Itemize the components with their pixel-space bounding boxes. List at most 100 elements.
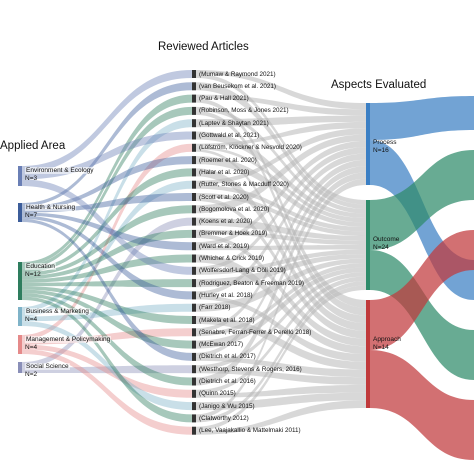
article-aspect-flow — [196, 74, 366, 205]
article-label: (Ward et al. 2019) — [199, 242, 250, 250]
article-aspect-flow — [196, 193, 366, 236]
article-node — [192, 168, 196, 177]
area-article-flow — [22, 321, 192, 411]
area-article-flow — [22, 218, 192, 361]
article-aspect-flow — [196, 217, 366, 241]
area-article-flow — [22, 365, 192, 374]
article-aspect-flow — [196, 267, 366, 349]
area-article-flow — [22, 143, 192, 340]
article-label: (Pau & Hall 2021) — [199, 95, 249, 103]
area-article-flow — [22, 131, 192, 180]
article-node — [192, 217, 196, 226]
article-label: (Clatworthy 2012) — [199, 414, 249, 422]
article-node — [192, 119, 196, 128]
area-article-flows — [22, 70, 192, 435]
nodes — [18, 70, 370, 435]
article-node — [192, 229, 196, 238]
article-node — [192, 70, 196, 78]
article-node — [192, 82, 196, 91]
article-node — [192, 414, 196, 423]
area-article-flow — [22, 70, 192, 173]
article-aspect-flow — [196, 128, 366, 185]
area-article-flow — [22, 254, 192, 283]
article-node — [192, 352, 196, 361]
article-node — [192, 303, 196, 312]
article-label: (Rutter, Stones & Macduff 2020) — [199, 181, 289, 189]
aspects-evaluated-title: Aspects Evaluated — [331, 79, 427, 91]
article-node — [192, 242, 196, 251]
article-aspect-flow — [196, 384, 366, 398]
article-label: (Janigo & Wu 2015) — [199, 402, 255, 410]
article-aspect-flow — [196, 147, 366, 271]
article-label: (van Beusekom et al. 2021) — [199, 82, 277, 90]
article-label: (Roemer et al. 2020) — [199, 156, 257, 164]
area-article-flow — [22, 215, 192, 300]
article-aspect-flow — [196, 281, 366, 423]
article-node — [192, 316, 196, 324]
aspect-outflows — [370, 96, 474, 460]
aspect-name: Process — [373, 139, 397, 146]
article-node — [192, 279, 196, 288]
article-aspect-flow — [196, 285, 366, 431]
article-aspect-flow — [196, 166, 366, 357]
area-name: Social Science — [25, 363, 70, 370]
article-aspect-flow — [196, 70, 366, 110]
article-aspect-flow — [196, 272, 366, 370]
aspect-outflow — [370, 230, 474, 350]
aspect-node — [366, 103, 370, 185]
article-node — [192, 205, 196, 214]
area-article-flow — [22, 344, 192, 398]
article-aspect-flow — [196, 134, 366, 214]
article-node — [192, 143, 196, 152]
article-label: (Makela et al. 2018) — [199, 316, 255, 324]
area-node — [18, 307, 22, 326]
article-label: (Gottwald et al. 2021) — [199, 132, 260, 139]
article-aspect-flow — [196, 82, 366, 209]
area-article-flow — [22, 217, 192, 368]
area-article-flow — [22, 106, 192, 269]
article-node — [192, 291, 196, 300]
article-aspect-flow — [196, 258, 366, 312]
area-article-flow — [22, 212, 192, 251]
area-article-flow — [22, 289, 192, 349]
article-aspect-flow — [196, 295, 366, 362]
article-aspect-flow — [196, 106, 366, 214]
article-node — [192, 340, 196, 349]
article-aspect-flow — [196, 94, 366, 116]
area-count: N=3 — [25, 174, 38, 182]
area-name: Management & Policymaking — [25, 336, 112, 343]
aspect-outflow — [370, 96, 474, 140]
article-node — [192, 328, 196, 337]
article-aspect-flow — [196, 172, 366, 386]
article-node — [192, 106, 196, 115]
aspect-outflow — [370, 150, 474, 250]
article-label: (Bogomolova et al. 2020) — [199, 205, 270, 213]
article-label: (Quinn 2015) — [199, 390, 236, 398]
aspect-node — [366, 300, 370, 408]
reviewed-articles-title: Reviewed Articles — [158, 41, 249, 53]
article-node — [192, 94, 196, 103]
article-label: (Bremmer & Hoek 2019) — [199, 230, 268, 238]
article-label: (Westhorp, Stevens & Rogers, 2016) — [199, 365, 302, 373]
article-label: (Scott et al. 2020) — [199, 193, 249, 201]
area-article-flow — [22, 156, 192, 210]
article-label: (Halar et al. 2020) — [199, 168, 250, 176]
article-aspect-flow — [196, 98, 366, 308]
area-name: Education — [25, 263, 56, 270]
article-label: (Wolfersdorf-Lang & Döll 2019) — [199, 267, 286, 275]
article-label: (Farr 2018) — [199, 304, 231, 312]
article-node — [192, 402, 196, 411]
article-label: (Lee, Vaajakallio & Mattelmaki 2011) — [199, 427, 301, 435]
area-article-flow — [22, 179, 192, 275]
area-article-flow — [22, 119, 192, 312]
article-node — [192, 193, 196, 201]
article-node — [192, 389, 196, 398]
area-node — [18, 203, 22, 222]
area-count: N=12 — [25, 270, 41, 278]
area-count: N=4 — [25, 315, 38, 323]
